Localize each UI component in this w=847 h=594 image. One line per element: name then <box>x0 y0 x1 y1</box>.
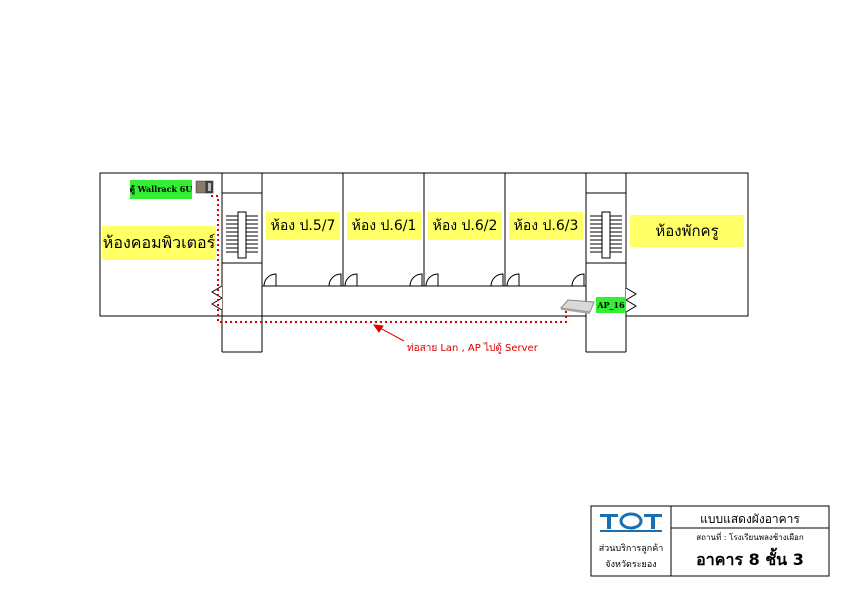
door <box>571 273 585 287</box>
door <box>506 273 520 287</box>
left-stair-wall <box>221 192 263 264</box>
building-walls <box>99 172 749 353</box>
lan-cable-route <box>211 195 567 323</box>
door <box>328 273 342 287</box>
room-label-p63: ห้อง ป.6/3 <box>509 212 583 240</box>
access-point-icon <box>560 299 595 314</box>
annotation-arrow <box>372 324 405 342</box>
room-label-computer: ห้องคอมพิวเตอร์ <box>102 226 216 260</box>
room-label-p62: ห้อง ป.6/2 <box>428 212 502 240</box>
door <box>344 273 358 287</box>
location-text: สถานที่ : โรงเรียนพลงช้างเผือก <box>696 533 804 542</box>
room-label-p57: ห้อง ป.5/7 <box>266 212 340 240</box>
plan-title: แบบแสดงผังอาคาร <box>700 512 800 526</box>
room-label-p61: ห้อง ป.6/1 <box>347 212 421 240</box>
door <box>409 273 423 287</box>
building-floor: อาคาร 8 ชั้น 3 <box>696 550 804 569</box>
door <box>425 273 439 287</box>
dept-line-1: ส่วนบริการลูกค้า <box>598 544 664 554</box>
cable-annotation: ท่อสาย Lan , AP ไปตู้ Server <box>407 343 538 354</box>
right-stair-wall <box>585 192 627 264</box>
door <box>490 273 504 287</box>
ap-tag: AP_16 <box>596 297 626 313</box>
door <box>263 273 277 287</box>
left-stairs <box>226 211 258 259</box>
classroom-doors <box>263 273 585 287</box>
wallrack-icon <box>195 180 214 194</box>
right-stairs <box>590 211 622 259</box>
dept-line-2: จังหวัดระยอง <box>605 560 657 570</box>
tot-logo <box>600 512 662 532</box>
room-label-teacher: ห้องพักครู <box>630 215 744 247</box>
title-block <box>590 505 830 577</box>
wallrack-tag: ตู้ Wallrack 6U <box>130 180 192 199</box>
